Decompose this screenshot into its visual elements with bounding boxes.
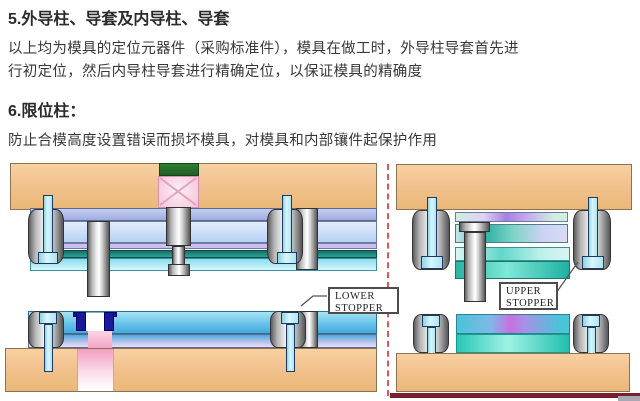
left-upper-bolt-left <box>43 195 53 254</box>
right-lower-bolt-head-right <box>582 315 600 327</box>
left-punch-tip-flange <box>168 264 190 276</box>
die-cavity <box>86 312 104 331</box>
left-green-clamp-block <box>159 163 199 176</box>
left-inner-guide-pillar <box>87 221 110 297</box>
left-lower-bolt-head-left <box>39 312 57 324</box>
left-upper-bolt-right <box>282 195 292 254</box>
lower-stopper-label: LOWER STOPPER <box>328 287 399 314</box>
right-lower-plate-b <box>456 334 570 353</box>
right-upper-bolt-left <box>427 197 437 258</box>
right-upper-bolt-washer-right <box>582 256 604 269</box>
right-lower-bolt-head-left <box>422 315 440 327</box>
upper-stopper-label: UPPER STOPPER <box>499 282 558 310</box>
left-upper-stripper-plate <box>30 250 377 258</box>
lower-stopper-label-line2: STOPPER <box>335 302 384 314</box>
right-lower-plate-a <box>456 314 570 334</box>
left-lower-base-plate <box>5 348 377 392</box>
left-lower-backing-plate <box>28 334 377 348</box>
right-upper-bolt-right <box>588 197 598 258</box>
lower-stopper-leader-line <box>300 295 327 307</box>
left-lower-bolt-shaft-right <box>286 324 295 372</box>
left-upper-punch-plate <box>30 221 377 243</box>
bottom-maroon-bar <box>390 393 640 398</box>
left-punch-holder-xhatch <box>158 176 199 208</box>
die-insert-right <box>104 312 114 331</box>
die-insert-left <box>76 312 86 331</box>
section5-body-line1: 以上均为模具的定位元器件（采购标准件），模具在做工时，外导柱导套首先进 <box>8 41 519 57</box>
left-upper-stripper-face-plate <box>30 258 377 271</box>
right-lower-base-plate <box>396 353 630 392</box>
lower-stopper-label-line1: LOWER <box>335 291 375 302</box>
bottom-right-gray-corner <box>618 396 640 401</box>
left-lower-bolt-head-right <box>281 312 299 324</box>
upper-stopper-label-line1: UPPER <box>506 286 542 297</box>
section6-heading: 6.限位柱： <box>8 103 86 120</box>
right-guide-pillar <box>464 232 486 302</box>
left-upper-bolt-washer-right <box>277 252 297 264</box>
right-upper-bolt-washer-left <box>421 256 443 269</box>
left-lower-bolt-shaft-left <box>44 324 53 372</box>
right-pillar-cap <box>459 222 490 232</box>
left-upper-backing-plate <box>30 208 377 221</box>
diagram-separator-dashed-line <box>387 164 389 396</box>
die-pink-slug <box>88 331 112 348</box>
right-upper-plate-1 <box>455 212 568 222</box>
left-upper-bolt-washer-left <box>38 252 58 264</box>
section5-body-line2: 行初定位，然后内导柱导套进行精确定位，以保证模具的精确度 <box>8 64 423 80</box>
left-upper-thin-plate <box>30 243 377 249</box>
upper-stopper-label-line2: STOPPER <box>506 297 555 309</box>
left-punch-shaft <box>172 246 185 265</box>
left-punch-body <box>166 207 191 246</box>
section5-heading: 5.外导柱、导套及内导柱、导套 <box>8 11 230 28</box>
section6-body: 防止合模高度设置错误而损坏模具，对模具和内部镶件起保护作用 <box>8 133 438 149</box>
left-drop-channel <box>77 349 114 391</box>
